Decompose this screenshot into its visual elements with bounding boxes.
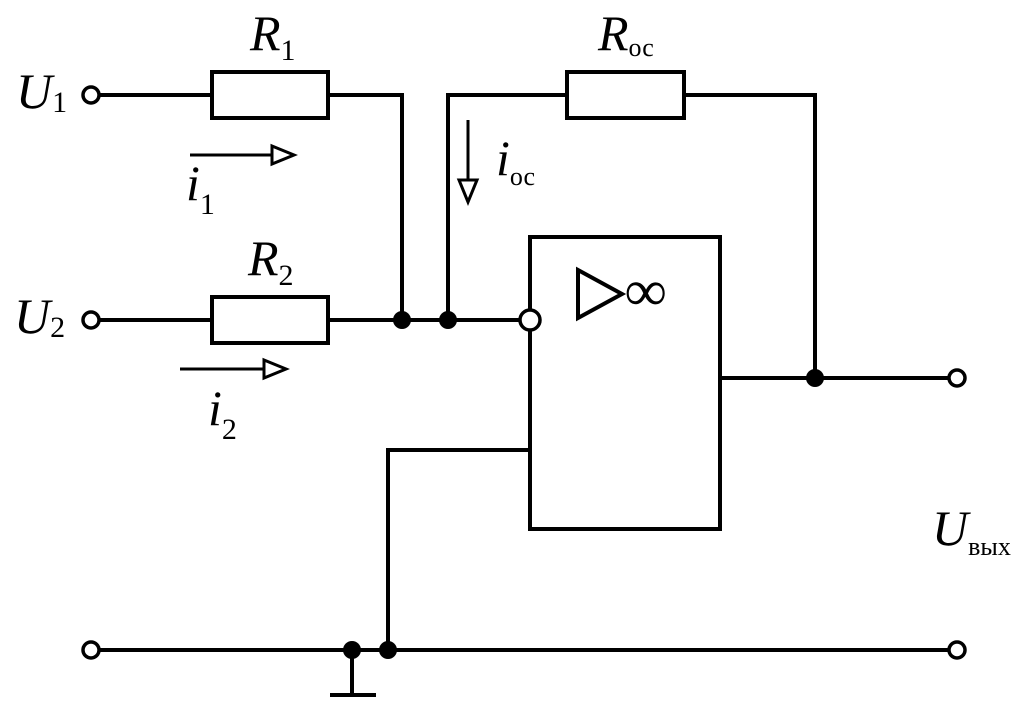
label-roc: Rос <box>597 5 654 62</box>
wire-feedback-right <box>682 93 817 380</box>
wires <box>98 93 950 697</box>
resistor-r2 <box>210 295 330 345</box>
label-i2: i2 <box>208 380 237 446</box>
opamp-triangle-icon <box>576 266 627 322</box>
label-i1: i1 <box>186 155 215 221</box>
arrow-ioc-icon <box>456 120 480 206</box>
terminal-ground-right <box>947 640 967 660</box>
wire-feedback-left <box>446 93 569 322</box>
arrow-i2-icon <box>180 357 290 381</box>
opamp-body <box>528 235 722 531</box>
label-u2: U2 <box>14 288 65 344</box>
resistor-roc <box>565 70 686 120</box>
opamp-inverting-input <box>518 308 542 332</box>
opamp-gain-symbol: ∞ <box>625 258 666 323</box>
wire-noninv-ground <box>386 448 532 652</box>
junction-node-ground-1 <box>343 641 361 659</box>
junction-node-2 <box>439 311 457 329</box>
label-ioc: iос <box>496 130 535 191</box>
terminal-u1 <box>81 85 101 105</box>
label-uout: Uвых <box>932 500 1011 561</box>
terminal-u2 <box>81 310 101 330</box>
terminal-output <box>947 368 967 388</box>
label-r2: R2 <box>247 230 294 292</box>
resistor-r1 <box>210 70 330 120</box>
arrow-i1-icon <box>190 143 298 167</box>
wire-r1-junction <box>326 93 404 322</box>
junction-node-ground-2 <box>379 641 397 659</box>
terminal-ground-left <box>81 640 101 660</box>
junction-node-output <box>806 369 824 387</box>
label-r1: R1 <box>249 5 296 67</box>
label-u1: U1 <box>16 63 67 119</box>
junction-node-1 <box>393 311 411 329</box>
